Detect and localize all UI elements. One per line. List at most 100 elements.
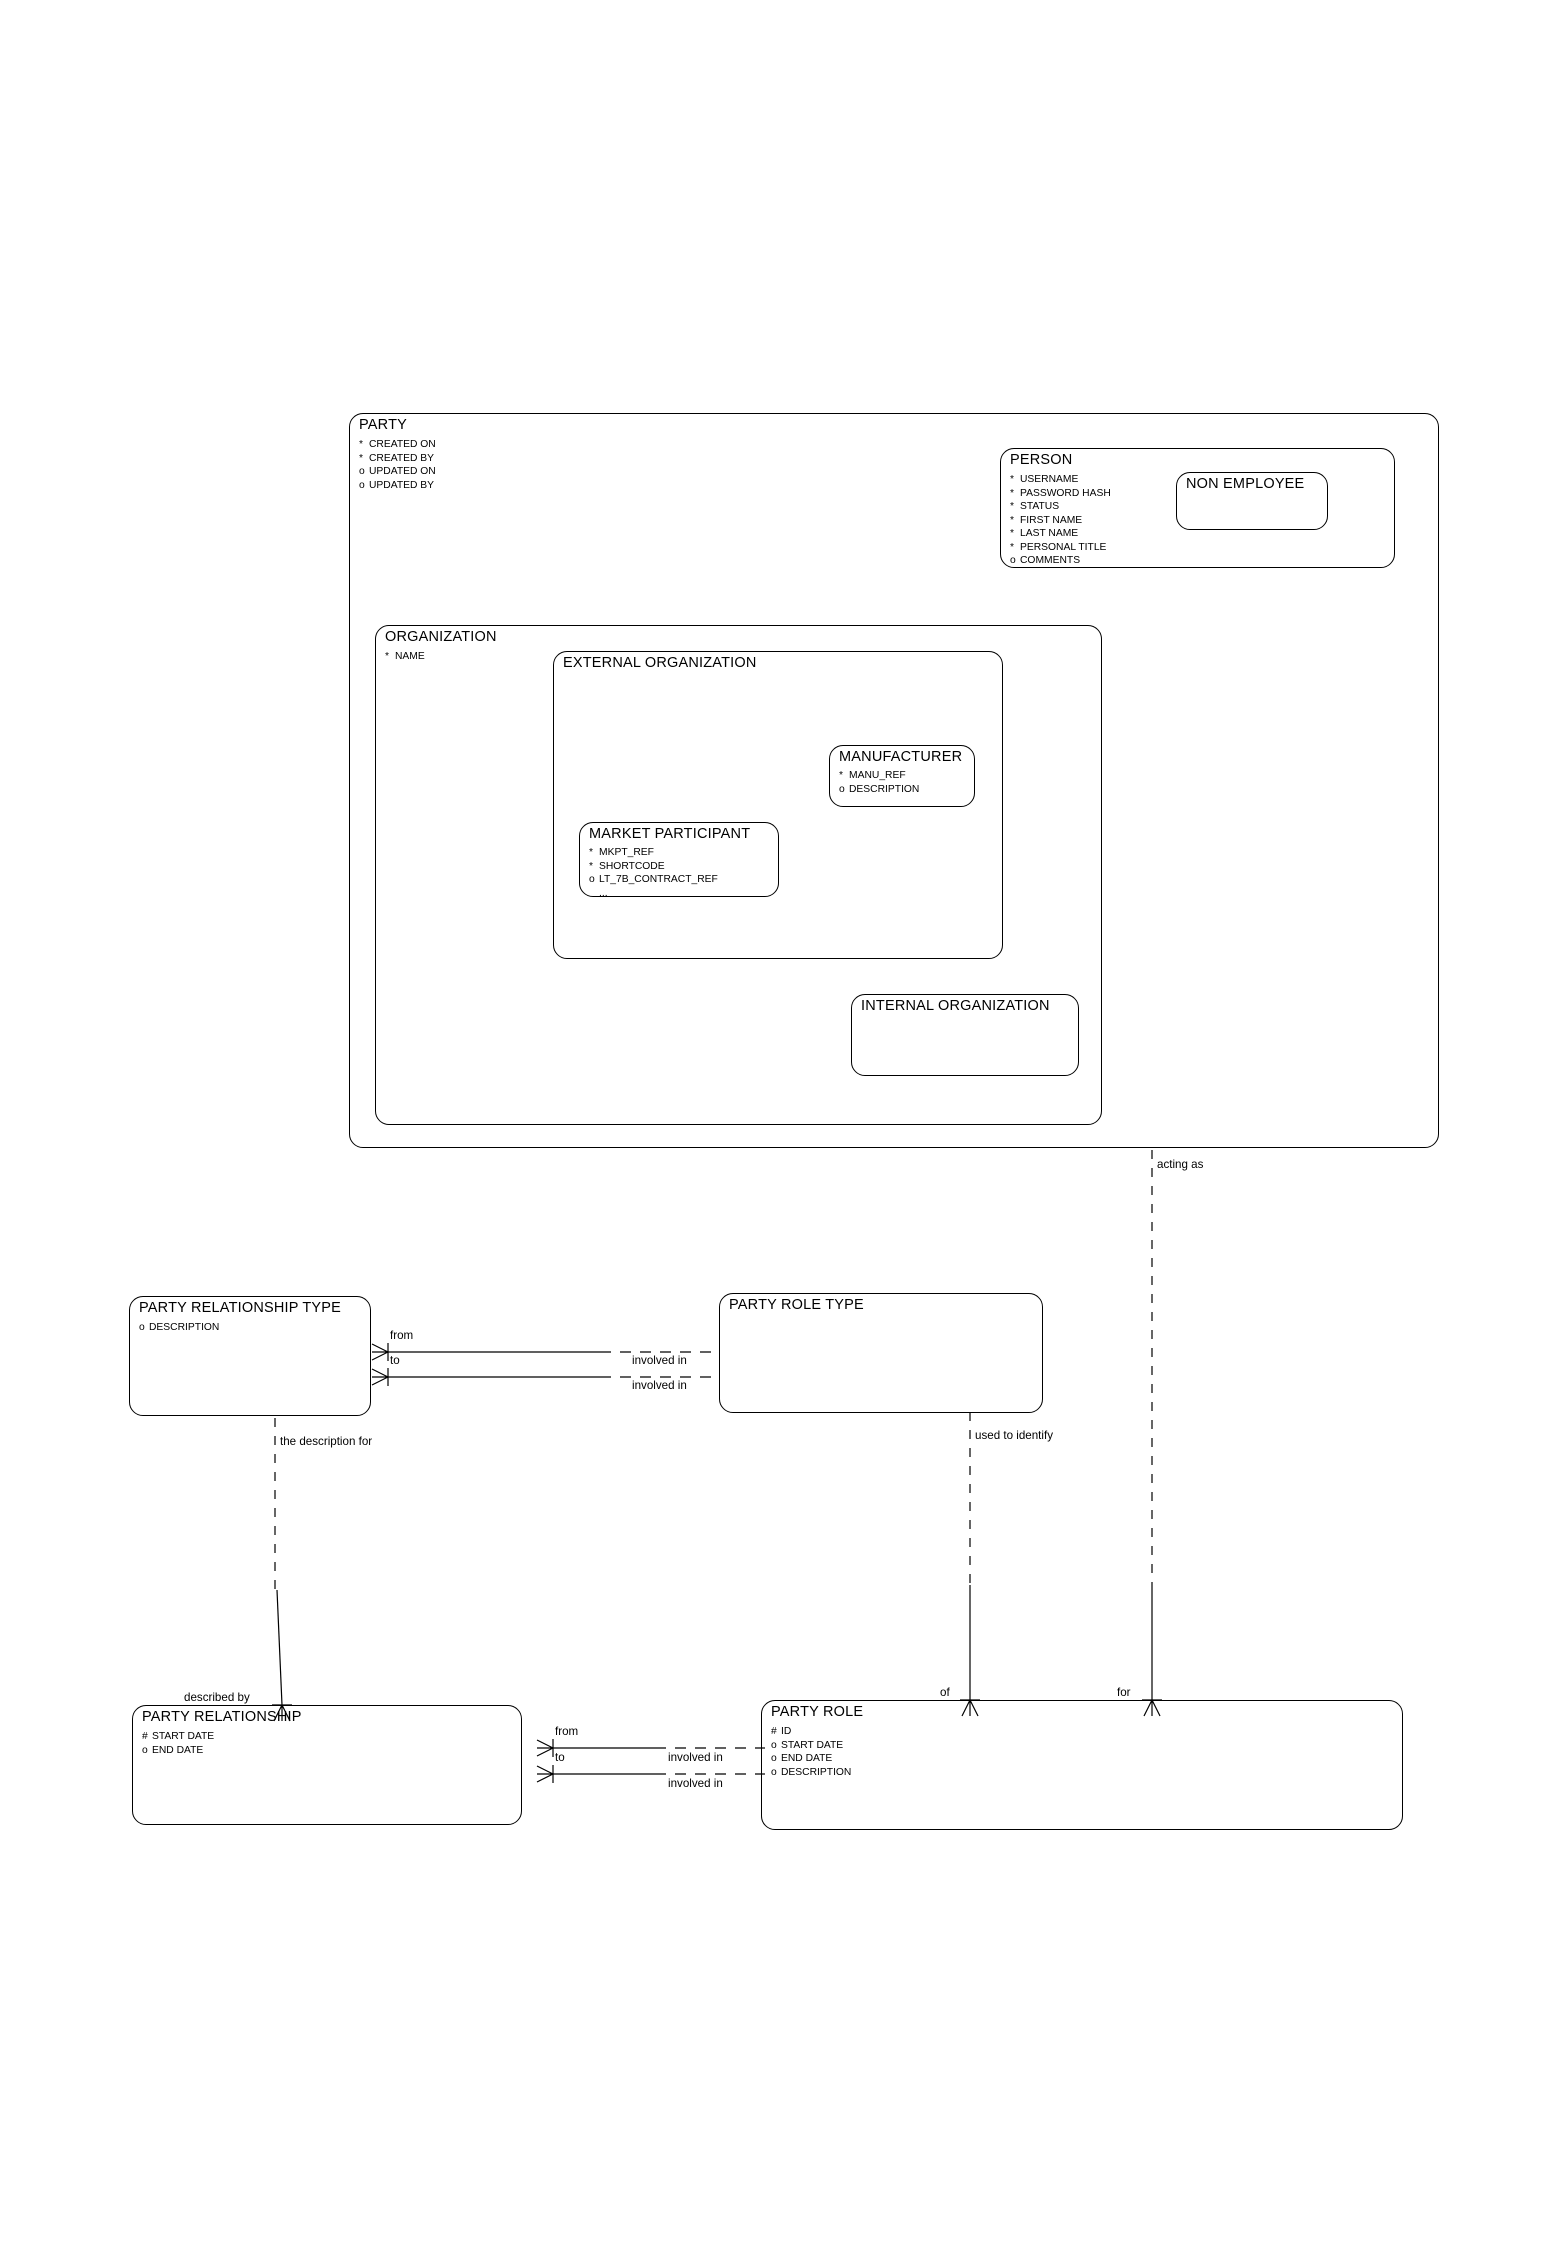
entity-party-role-type-title: PARTY ROLE TYPE <box>729 1297 864 1313</box>
entity-party-relationship-type-title: PARTY RELATIONSHIP TYPE <box>139 1300 342 1316</box>
attribute-marker: * <box>1010 514 1015 526</box>
attribute-label: START DATE <box>781 1739 844 1751</box>
attribute-label: MANU_REF <box>849 770 906 781</box>
label-prt-to: to <box>390 1354 400 1367</box>
attribute-row: *PASSWORD HASH <box>1010 487 1111 501</box>
entity-market-participant-title: MARKET PARTICIPANT <box>589 826 751 842</box>
attribute-label: PERSONAL TITLE <box>1020 541 1107 553</box>
entity-person-title: PERSON <box>1010 452 1073 468</box>
prt-to-crowsfoot <box>371 1368 389 1386</box>
attribute-row: #START DATE <box>142 1730 214 1744</box>
attribute-marker: * <box>359 452 364 464</box>
label-pr-involved-in-2: involved in <box>668 1777 723 1790</box>
attribute-row: * MANU_REF <box>839 769 919 783</box>
attribute-marker: o <box>771 1753 777 1765</box>
attribute-marker: o <box>1010 555 1016 567</box>
label-used-to-identify: used to identify <box>975 1429 1053 1442</box>
attribute-row: * USERNAME <box>1010 473 1111 487</box>
attribute-label: FIRST NAME <box>1020 514 1083 526</box>
attribute-marker: o <box>771 1766 777 1778</box>
entity-party-relationship-title: PARTY RELATIONSHIP <box>142 1709 302 1725</box>
attribute-row: o DESCRIPTION <box>771 1766 851 1780</box>
label-pr-from: from <box>555 1725 579 1738</box>
attribute-label: COMMENTS <box>1020 555 1081 567</box>
entity-party-role-type[interactable]: PARTY ROLE TYPE <box>719 1293 1043 1413</box>
entity-organization-attributes: *NAME <box>385 650 425 664</box>
label-the-description-for: the description for <box>280 1435 373 1448</box>
attribute-marker: * <box>1010 501 1015 513</box>
attribute-row: *NAME <box>385 650 425 664</box>
attribute-label: MKPT_REF <box>599 847 654 858</box>
attribute-marker: * <box>589 860 594 872</box>
attribute-label: SHORTCODE <box>599 860 665 872</box>
attribute-marker: o <box>771 1739 777 1751</box>
entity-organization-title: ORGANIZATION <box>385 629 497 645</box>
entity-external-organization[interactable]: EXTERNAL ORGANIZATION <box>553 651 1003 959</box>
attribute-marker: # <box>142 1731 148 1742</box>
attribute-row: * SHORTCODE <box>589 860 718 874</box>
attribute-label: LT_7B_CONTRACT_REF <box>599 874 718 886</box>
label-pr-to: to <box>555 1751 565 1764</box>
line-description-for-solid <box>276 1589 283 1706</box>
prt-from-crowsfoot <box>371 1343 389 1361</box>
attribute-label: DESCRIPTION <box>849 783 920 795</box>
attribute-row: * MKPT_REF <box>589 846 718 860</box>
attribute-row: *CREATED BY <box>359 452 436 466</box>
entity-person[interactable]: PERSON *USERNAME*PASSWORD HASH*STATUS*FI… <box>1000 448 1395 568</box>
attribute-row: * CREATED ON <box>359 438 436 452</box>
attribute-label: LAST NAME <box>1020 528 1079 540</box>
entity-party-title: PARTY <box>359 417 408 433</box>
attribute-marker: o <box>142 1744 148 1756</box>
attribute-label: END DATE <box>781 1753 833 1765</box>
entity-non-employee[interactable]: NON EMPLOYEE <box>1176 472 1328 530</box>
attribute-label: PASSWORD HASH <box>1020 487 1111 499</box>
entity-manufacturer-title: MANUFACTURER <box>839 749 963 765</box>
label-for: for <box>1117 1686 1131 1699</box>
attribute-label: STATUS <box>1020 501 1060 513</box>
attribute-marker: * <box>589 847 594 858</box>
attribute-label: CREATED ON <box>369 439 436 450</box>
attribute-label: ID <box>781 1726 792 1737</box>
attribute-label: USERNAME <box>1020 474 1079 485</box>
entity-non-employee-title: NON EMPLOYEE <box>1186 476 1305 492</box>
attribute-marker: * <box>839 770 844 781</box>
label-prt-from: from <box>390 1329 414 1342</box>
attribute-label: UPDATED ON <box>369 466 436 478</box>
label-prt-involved-in-1: involved in <box>632 1354 687 1367</box>
label-acting-as: acting as <box>1157 1158 1204 1171</box>
attribute-row: o END DATE <box>771 1752 851 1766</box>
attribute-row: * STATUS <box>1010 500 1111 514</box>
attribute-label: DESCRIPTION <box>781 1766 852 1778</box>
attribute-label: UPDATED BY <box>369 479 435 491</box>
entity-organization[interactable]: ORGANIZATION *NAME <box>375 625 1102 1125</box>
attribute-row: *PERSONAL TITLE <box>1010 541 1111 555</box>
attribute-row: o COMMENTS <box>1010 554 1111 568</box>
attribute-marker: o <box>359 479 365 491</box>
label-pr-involved-in-1: involved in <box>668 1751 723 1764</box>
attribute-label: END DATE <box>152 1744 204 1756</box>
attribute-label: DESCRIPTION <box>149 1322 220 1333</box>
label-prt-involved-in-2: involved in <box>632 1379 687 1392</box>
pr-from-crowsfoot <box>536 1739 554 1757</box>
entity-internal-organization[interactable]: INTERNAL ORGANIZATION <box>851 994 1079 1076</box>
attribute-marker: * <box>359 439 364 450</box>
attribute-marker: * <box>1010 474 1015 485</box>
entity-external-organization-title: EXTERNAL ORGANIZATION <box>563 655 757 671</box>
attribute-row: * FIRST NAME <box>1010 514 1111 528</box>
